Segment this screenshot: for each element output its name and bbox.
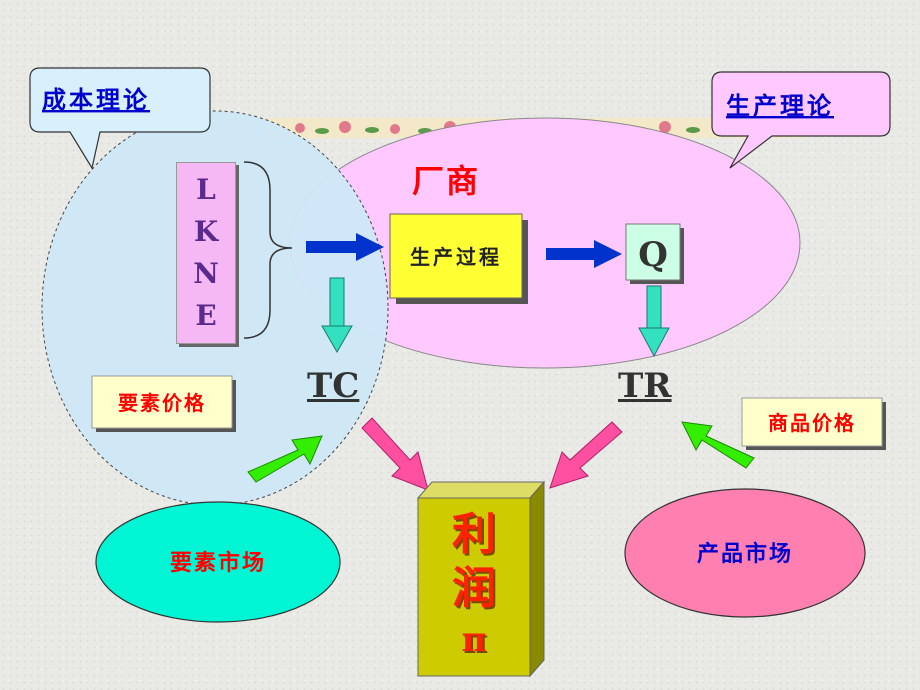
profit-symbol: π — [461, 620, 487, 660]
input-labor: L — [196, 173, 216, 206]
cost-theory-label: 成本理论 — [42, 86, 150, 114]
total-cost-label: TC — [307, 366, 360, 406]
profit-char-1: 利 — [452, 509, 496, 560]
factor-price-label: 要素价格 — [118, 391, 206, 415]
product-market-label: 产品市场 — [697, 541, 793, 567]
input-land: N — [193, 257, 219, 290]
profit-block — [416, 480, 546, 678]
tr-to-profit-arrow — [549, 421, 623, 489]
inputs-box: L K N E — [176, 162, 236, 344]
tc-to-profit-arrow — [361, 417, 429, 491]
product-market-to-tr-arrow — [681, 421, 755, 469]
output-box — [625, 223, 681, 281]
output-to-tr-arrow — [638, 285, 670, 358]
factor-market-label: 要素市场 — [170, 550, 266, 576]
product-price-label: 商品价格 — [768, 411, 856, 435]
inputs-to-process-arrow — [306, 233, 384, 261]
output-label: Q — [638, 235, 668, 275]
product-price-box — [741, 397, 883, 447]
factor-price-box — [91, 375, 233, 429]
profit-label: 利 润 π — [418, 500, 530, 672]
production-process-box — [389, 213, 523, 299]
input-capital: K — [193, 215, 219, 248]
cost-theory-callout — [29, 67, 211, 170]
factor-market-ellipse — [95, 501, 341, 623]
production-theory-callout — [711, 71, 891, 169]
inputs-brace — [243, 161, 293, 339]
inputs-to-tc-arrow — [321, 277, 353, 354]
product-market-ellipse — [624, 488, 866, 618]
total-revenue-label: TR — [618, 366, 672, 406]
input-entrepreneurship: E — [195, 299, 217, 332]
process-to-output-arrow — [546, 240, 622, 268]
production-process-label: 生产过程 — [410, 245, 502, 269]
profit-char-2: 润 — [452, 563, 496, 614]
production-theory-label: 生产理论 — [726, 92, 834, 120]
firm-label: 厂商 — [412, 162, 480, 200]
factor-market-to-tc-arrow — [247, 435, 323, 483]
